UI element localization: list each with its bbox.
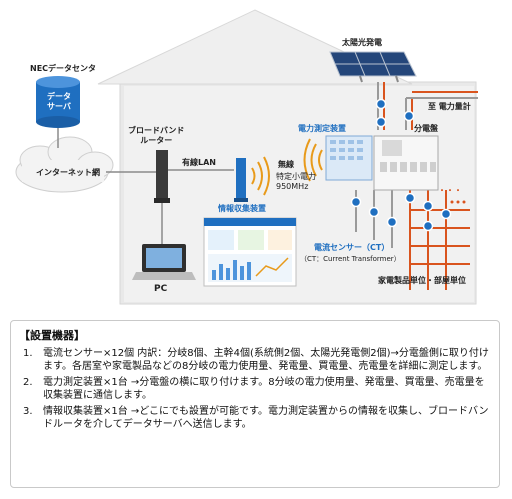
distribution-board-label: 分電盤 xyxy=(414,124,438,133)
wireless-waves-left-icon xyxy=(251,156,270,196)
list-item: 1. 電流センサー×12個 内訳：分岐8個、主幹4個(系統側2個、太陽光発電側2… xyxy=(19,347,491,373)
data-server-icon xyxy=(36,76,80,128)
equipment-panel: 【設置機器】 1. 電流センサー×12個 内訳：分岐8個、主幹4個(系統側2個、… xyxy=(10,320,500,488)
ct-sensor-icons xyxy=(350,98,452,232)
to-power-meter-label: 至 電力量計 xyxy=(428,102,471,111)
wireless-waves-right-icon xyxy=(303,138,323,182)
data-server-label: データ サーバ xyxy=(47,92,71,111)
wired-lan-label: 有線LAN xyxy=(182,158,216,167)
list-item-text: 電流センサー×12個 内訳：分岐8個、主幹4個(系統側2個、太陽光発電側2個)→… xyxy=(43,348,489,372)
list-item-number: 1. xyxy=(23,348,33,359)
internet-cloud-icon xyxy=(15,136,114,193)
equipment-list: 1. 電流センサー×12個 内訳：分岐8個、主幹4個(系統側2個、太陽光発電側2… xyxy=(19,347,491,431)
list-item-text: 電力測定装置×1台 →分電盤の横に取り付けます。8分岐の電力使用量、発電量、買電… xyxy=(43,377,485,401)
appliance-room-unit-label: 家電製品単位・部屋単位 xyxy=(378,276,466,285)
house-roof xyxy=(97,9,413,85)
list-item-text: 情報収集装置×1台 →どこにでも設置が可能です。電力測定装置からの情報を収集し、… xyxy=(43,406,489,430)
current-sensor-label: 電流センサー（CT） xyxy=(314,243,390,252)
broadband-router-label: ブロードバンド ルーター xyxy=(128,126,185,145)
pc-laptop-icon xyxy=(132,244,196,280)
router-icon xyxy=(154,150,170,203)
internet-label: インターネット網 xyxy=(36,168,100,177)
wireless-label: 無線 xyxy=(278,160,294,169)
list-item-number: 3. xyxy=(23,406,33,417)
diagram-graphics xyxy=(15,9,478,305)
info-collector-icon xyxy=(234,158,248,202)
ct-expansion-label: （CT：Current Transformer） xyxy=(300,255,401,263)
power-measurement-unit-icon xyxy=(325,135,373,181)
list-item: 3. 情報収集装置×1台 →どこにでも設置が可能です。電力測定装置からの情報を収… xyxy=(19,405,491,431)
pc-label: PC xyxy=(154,284,168,294)
list-item-number: 2. xyxy=(23,377,33,388)
ellipsis-label: ・・・ xyxy=(438,186,462,195)
low-power-radio-label: 特定小電力 950MHz xyxy=(276,172,316,191)
solar-panel-icon xyxy=(329,51,417,83)
info-collector-label: 情報収集装置 xyxy=(218,204,266,213)
solar-power-label: 太陽光発電 xyxy=(342,38,382,47)
power-measurement-unit-label: 電力測定装置 xyxy=(298,124,346,133)
nec-datacenter-label: NECデータセンタ xyxy=(30,64,97,73)
list-item: 2. 電力測定装置×1台 →分電盤の横に取り付けます。8分岐の電力使用量、発電量… xyxy=(19,376,491,402)
distribution-board-icon xyxy=(373,135,439,191)
equipment-title: 【設置機器】 xyxy=(19,329,85,342)
dashboard-screen-icon xyxy=(203,217,297,287)
system-diagram: NECデータセンタ データ サーバ インターネット網 ブロードバンド ルーター … xyxy=(15,9,478,305)
ellipsis-dots xyxy=(450,200,466,204)
